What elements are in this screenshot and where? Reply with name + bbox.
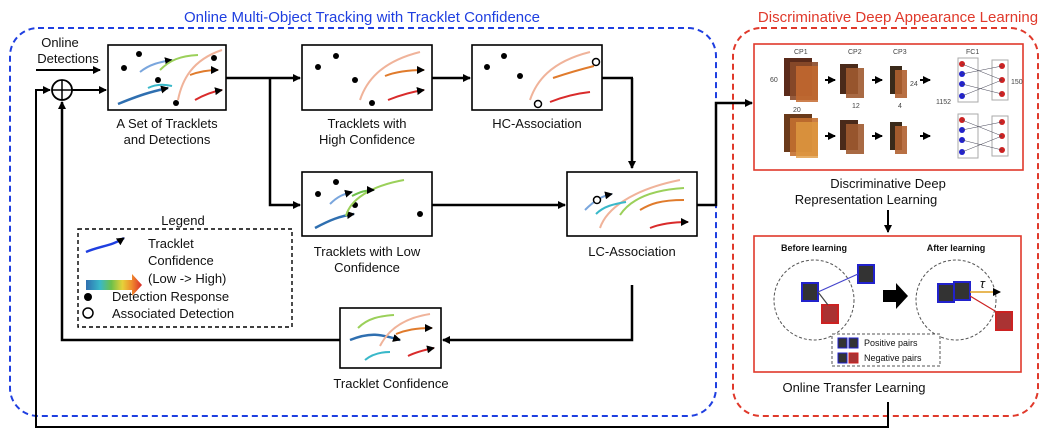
box-low-confidence (301, 171, 433, 237)
appearance-feedback-line (35, 86, 889, 428)
transfer-negative-label: Negative pairs (864, 353, 922, 363)
legend-associated-circle (82, 307, 94, 319)
arrow-confidence-to-sum (58, 101, 340, 342)
box-tracklet-confidence (339, 307, 442, 369)
summation-node (51, 79, 73, 101)
legend-detection-label: Detection Response (112, 289, 229, 304)
deep-layer-fc1: FC1 (966, 49, 979, 56)
box-low-confidence-label2: Confidence (334, 260, 400, 275)
transfer-before-label: Before learning (781, 243, 847, 253)
deep-dim-150: 150 (1011, 79, 1023, 86)
deep-dim-4: 4 (898, 103, 902, 110)
legend-title: Legend (161, 213, 204, 228)
legend-range-label: (Low -> High) (148, 271, 226, 286)
legend-tracklet-arrow (85, 236, 125, 254)
deep-dim-20: 20 (793, 107, 801, 114)
input-label-line1: Online (41, 35, 79, 50)
box-hc-association (471, 44, 603, 111)
transfer-label: Online Transfer Learning (782, 380, 925, 395)
box-lc-association (566, 171, 698, 237)
deep-dim-60: 60 (770, 77, 778, 84)
transfer-after-label: After learning (927, 243, 986, 253)
deep-layer-cp2: CP2 (848, 49, 862, 56)
box-tracklet-confidence-label: Tracklet Confidence (333, 376, 448, 391)
deep-layer-cp1: CP1 (794, 49, 808, 56)
legend-tracklet-label: Tracklet (148, 236, 194, 251)
box-tracklets-detections (107, 44, 227, 111)
arrow-lc-to-deep (697, 99, 753, 207)
input-label-line2: Detections (37, 51, 99, 66)
tracking-title: Online Multi-Object Tracking with Trackl… (184, 9, 540, 26)
box-high-confidence (301, 44, 433, 111)
legend-box (77, 228, 293, 328)
transfer-tau-label: τ (980, 276, 986, 291)
box-tracklets-detections-label2: and Detections (124, 132, 211, 147)
box-hc-association-label: HC-Association (492, 116, 582, 131)
legend-confidence-label: Confidence (148, 253, 214, 268)
arrow-box1-to-low (268, 78, 301, 209)
appearance-title: Discriminative Deep Appearance Learning (758, 9, 1038, 26)
deep-dim-24: 24 (910, 81, 918, 88)
transfer-learning-figure (753, 235, 1022, 373)
deep-dim-1152: 1152 (936, 99, 951, 106)
deep-network-figure: CP1 CP2 CP3 FC1 60 20 12 4 24 1152 150 (753, 43, 1024, 171)
appearance-frame (732, 27, 1039, 417)
transfer-positive-label: Positive pairs (864, 338, 918, 348)
arrow-lc-to-confidence (442, 285, 634, 344)
box-lc-association-label: LC-Association (588, 244, 675, 259)
deep-dim-12: 12 (852, 103, 860, 110)
legend-associated-label: Associated Detection (112, 306, 234, 321)
tracking-frame (9, 27, 717, 417)
legend-detection-dot (84, 293, 92, 301)
deep-label1: Discriminative Deep (830, 176, 946, 191)
box-high-confidence-label2: High Confidence (319, 132, 415, 147)
box-tracklets-detections-label1: A Set of Tracklets (116, 116, 218, 131)
legend-confidence-gradient (86, 274, 142, 296)
box-low-confidence-label1: Tracklets with Low (314, 244, 421, 259)
box-high-confidence-label1: Tracklets with (328, 116, 407, 131)
deep-label2: Representation Learning (795, 192, 937, 207)
deep-layer-cp3: CP3 (893, 49, 907, 56)
